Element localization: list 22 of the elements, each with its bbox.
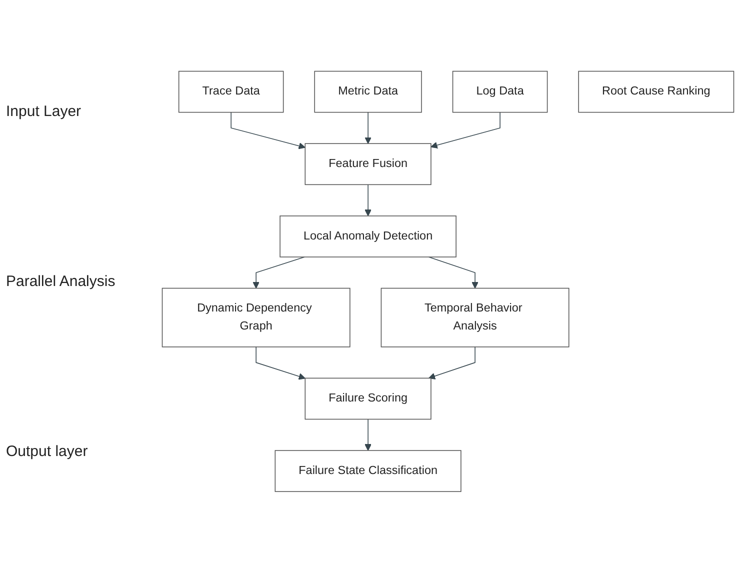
arrow	[256, 346, 306, 380]
arrow	[428, 256, 478, 289]
node-box: Metric Data	[314, 70, 422, 113]
node-box: Log Data	[452, 70, 548, 113]
layer-label: Parallel Analysis	[6, 272, 116, 290]
node-box: Dynamic Dependency Graph	[162, 288, 350, 348]
arrow	[230, 112, 306, 150]
layer-label: Output layer	[6, 443, 89, 460]
node-box: Temporal Behavior Analysis	[380, 288, 570, 348]
arrow	[364, 184, 372, 216]
arrow	[364, 418, 372, 451]
node-box: Trace Data	[178, 70, 284, 113]
arrow	[430, 112, 500, 149]
arrow	[252, 256, 305, 289]
node-box: Failure State Classification	[274, 450, 462, 492]
layer-label: Input Layer	[6, 102, 82, 120]
arrow	[428, 346, 476, 380]
arrow	[364, 112, 372, 144]
node-box: Root Cause Ranking	[578, 70, 734, 113]
node-box: Failure Scoring	[304, 378, 432, 420]
node-box: Local Anomaly Detection	[280, 216, 456, 258]
node-box: Feature Fusion	[304, 143, 432, 186]
